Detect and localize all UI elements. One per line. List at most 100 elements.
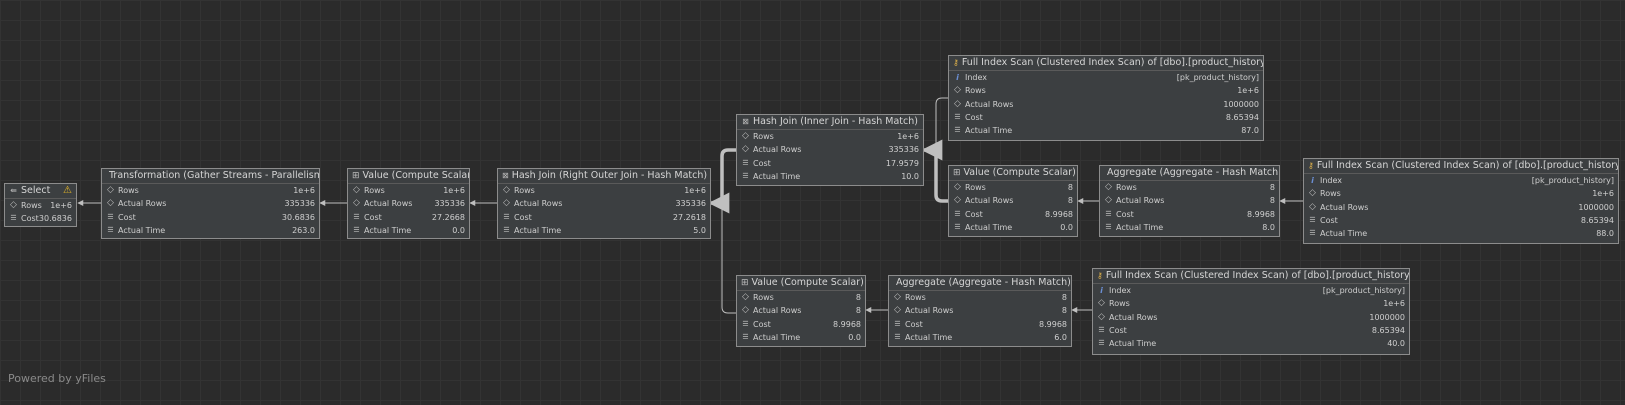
database-icon: ☰ <box>1105 209 1112 218</box>
diamond-icon: ◇ <box>353 185 360 195</box>
row-label: Actual Time <box>965 222 1013 232</box>
row-value: 335336 <box>888 145 919 155</box>
row-value: 40.0 <box>1387 339 1405 349</box>
diamond-icon: ◇ <box>107 198 114 209</box>
row-label: Index <box>1320 176 1343 185</box>
row-value: 8 <box>1269 196 1275 206</box>
row-value: 1e+6 <box>1383 299 1405 309</box>
aggregate-node[interactable]: Aggregate (Aggregate - Hash Match) ◇Rows… <box>1099 165 1280 237</box>
row-label: Index <box>965 73 988 82</box>
row-value: 8.0 <box>1262 222 1275 232</box>
row-value: 1000000 <box>1369 312 1405 322</box>
row-label: Cost <box>965 209 983 219</box>
row-label: Actual Time <box>514 225 562 235</box>
node-title: Full Index Scan (Clustered Index Scan) o… <box>961 57 1263 68</box>
database-icon: ☰ <box>954 112 961 121</box>
row-value: 27.2618 <box>672 212 706 222</box>
node-title: Full Index Scan (Clustered Index Scan) o… <box>1316 160 1618 171</box>
row-label: Rows <box>965 86 986 96</box>
diamond-icon: ◇ <box>353 198 360 209</box>
row-value: 8 <box>1067 183 1073 192</box>
row-value: 8.9968 <box>1045 209 1073 219</box>
node-title: Transformation (Gather Streams - Paralle… <box>109 170 319 181</box>
row-label: Rows <box>1116 183 1137 192</box>
row-label: Index <box>1109 286 1132 295</box>
row-value: 8 <box>1061 306 1067 316</box>
diamond-icon: ◇ <box>503 185 510 195</box>
edge-scan1-to-hashinner <box>923 97 948 153</box>
row-actual-rows: ◇ Actual Rows 335336 <box>102 197 319 210</box>
row-rows: ◇ Rows 1e+6 <box>348 184 469 197</box>
table-icon: ⊞ <box>741 278 749 288</box>
row-value: 335336 <box>675 199 706 209</box>
diamond-icon: ◇ <box>954 98 961 109</box>
database-icon: ☰ <box>1309 229 1316 238</box>
diamond-icon: ◇ <box>954 182 961 192</box>
edge-scalar2-to-hashinner <box>921 139 948 203</box>
diamond-icon: ◇ <box>1105 182 1112 192</box>
diamond-icon: ◇ <box>10 200 17 210</box>
row-label: Cost <box>118 212 136 222</box>
row-label: Actual Rows <box>905 306 954 316</box>
index-icon: i <box>956 73 959 82</box>
row-value: 1000000 <box>1223 99 1259 109</box>
index-scan-node[interactable]: ⚷Full Index Scan (Clustered Index Scan) … <box>1092 268 1410 355</box>
join-icon: ⊠ <box>502 171 509 180</box>
row-value: 8 <box>1269 183 1275 192</box>
aggregate-node[interactable]: Aggregate (Aggregate - Hash Match) ◇Rows… <box>888 275 1072 347</box>
index-scan-node[interactable]: ⚷Full Index Scan (Clustered Index Scan) … <box>948 55 1264 141</box>
diamond-icon: ◇ <box>1309 201 1316 212</box>
diamond-icon: ◇ <box>742 144 749 155</box>
row-label: Actual Rows <box>1109 312 1158 322</box>
row-label: Cost <box>514 212 532 222</box>
row-value: 1e+6 <box>1237 86 1259 96</box>
row-label: Cost <box>21 214 39 224</box>
database-icon: ☰ <box>894 332 901 341</box>
row-value: 10.0 <box>901 171 919 181</box>
row-value: 335336 <box>284 199 315 209</box>
gather-streams-node[interactable]: Transformation (Gather Streams - Paralle… <box>101 168 320 239</box>
index-scan-node[interactable]: ⚷Full Index Scan (Clustered Index Scan) … <box>1303 158 1619 244</box>
database-icon: ☰ <box>107 225 114 234</box>
row-value: [pk_product_history] <box>1176 73 1259 82</box>
row-label: Actual Rows <box>753 145 802 155</box>
row-label: Actual Rows <box>753 306 802 316</box>
diamond-icon: ◇ <box>1098 298 1105 309</box>
row-value: 1e+6 <box>293 186 315 195</box>
row-value: 8.65394 <box>1580 215 1614 225</box>
row-value: 88.0 <box>1596 229 1614 239</box>
row-label: Actual Rows <box>118 199 167 209</box>
database-icon: ☰ <box>954 126 961 135</box>
row-label: Cost <box>905 319 923 329</box>
warning-icon[interactable]: ⚠ <box>63 185 72 196</box>
row-label: Actual Rows <box>965 196 1014 206</box>
row-label: Rows <box>21 201 42 210</box>
hash-join-right-outer-node[interactable]: ⊠Hash Join (Right Outer Join - Hash Matc… <box>497 168 711 239</box>
hash-join-inner-node[interactable]: ⊠Hash Join (Inner Join - Hash Match) ◇Ro… <box>736 114 924 186</box>
row-value: 1e+6 <box>443 186 465 195</box>
row-value: 335336 <box>434 199 465 209</box>
row-label: Actual Time <box>1109 339 1157 349</box>
row-label: Rows <box>753 293 774 302</box>
row-label: Rows <box>364 186 385 195</box>
